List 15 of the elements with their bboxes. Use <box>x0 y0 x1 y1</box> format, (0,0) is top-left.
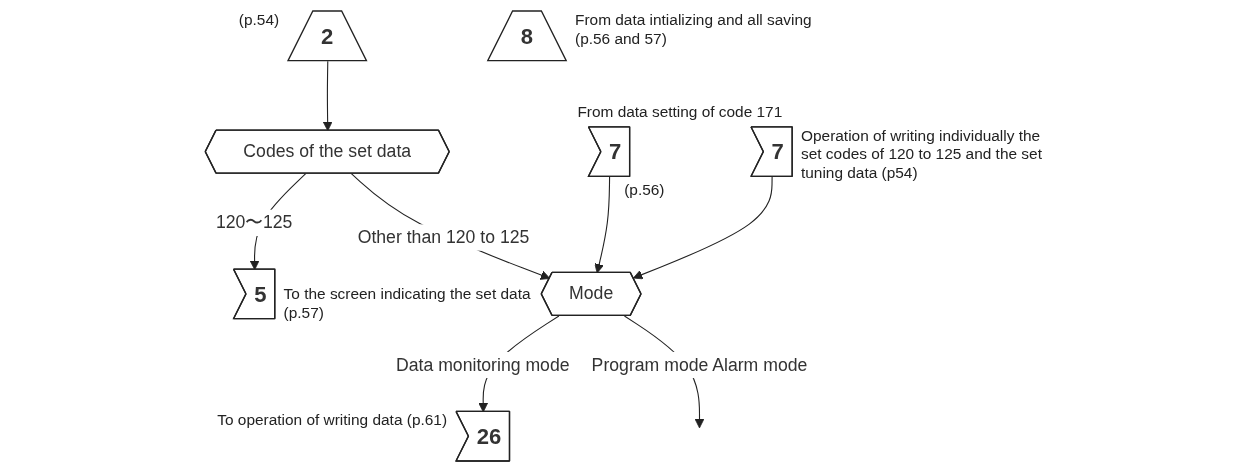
annotation-text: To operation of writing data (p.61) <box>217 411 448 429</box>
annotation-text: From data setting of code 171 <box>577 103 783 121</box>
edge-label: Other than 120 to 125 <box>357 227 530 247</box>
annotation-text: (p.56) <box>624 180 665 198</box>
annotation-text: To the screen indicating the set data (p.57) <box>283 285 531 322</box>
annotation-text: From data intializing and all saving (p.56 and 57) <box>575 10 812 47</box>
arrow <box>350 173 551 280</box>
arrow <box>322 60 333 132</box>
edge-label: Program mode Alarm mode <box>591 355 808 374</box>
edge-label: 120〜125 <box>215 212 293 232</box>
annotation-text: Operation of writing individually the set codes of 120 to 125 and the set tuning data (p54) <box>801 126 1042 182</box>
arrow <box>594 176 611 274</box>
edge-label: Data monitoring mode <box>395 355 570 374</box>
annotation-text: (p.54) <box>238 10 280 28</box>
arrow <box>632 176 773 280</box>
